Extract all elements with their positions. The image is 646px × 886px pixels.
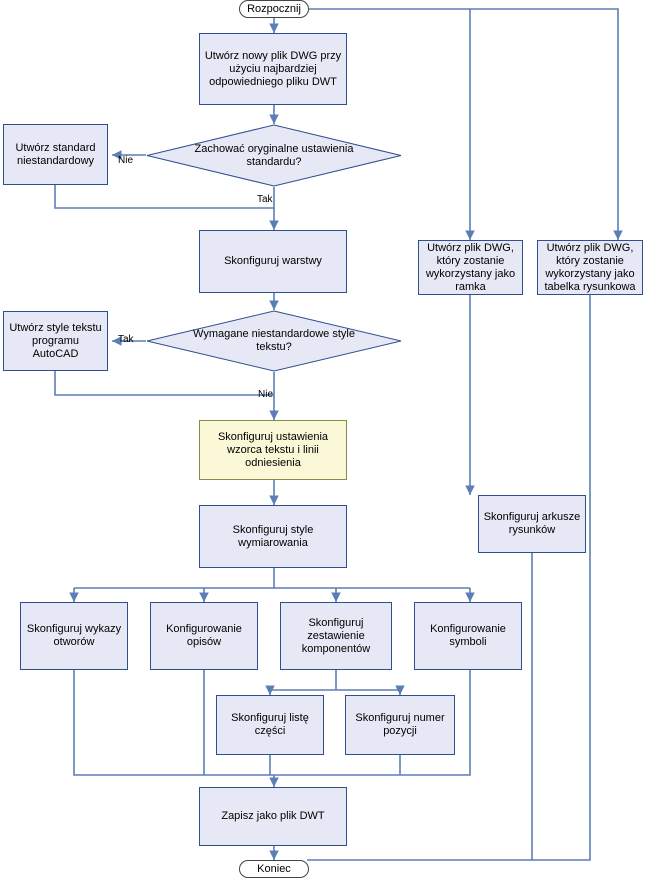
node-symbols[interactable]: Konfigurowanie symboli xyxy=(414,602,522,670)
node-drawing-sheets[interactable]: Skonfiguruj arkusze rysunków xyxy=(478,495,586,553)
node-drawing-sheets-label: Skonfiguruj arkusze rysunków xyxy=(483,511,581,536)
node-bom-label: Skonfiguruj zestawienie komponentów xyxy=(301,616,371,655)
node-frame-dwg-label: Utwórz plik DWG, który zostanie wykorzys… xyxy=(425,241,516,293)
edge-label-standard-no: Nie xyxy=(118,155,134,166)
node-end-label: Koniec xyxy=(257,862,291,875)
node-decision-text-styles-label: Wymagane niestandardowe style tekstu? xyxy=(193,328,355,353)
node-balloon[interactable]: Skonfiguruj numer pozycji xyxy=(345,695,455,755)
node-title-block-dwg[interactable]: Utwórz plik DWG, który zostanie wykorzys… xyxy=(537,240,643,295)
node-save-dwt-label: Zapisz jako plik DWT xyxy=(221,810,325,822)
node-hole-tables-label: Skonfiguruj wykazy otworów xyxy=(26,623,122,648)
edge-label-text-yes: Tak xyxy=(118,334,134,345)
node-text-leader-settings-label: Skonfiguruj ustawienia wzorca tekstu i l… xyxy=(217,430,329,469)
node-layers-label: Skonfiguruj warstwy xyxy=(224,255,322,267)
node-autocad-text-styles[interactable]: Utwórz style tekstu programu AutoCAD xyxy=(3,311,108,371)
node-frame-dwg[interactable]: Utwórz plik DWG, który zostanie wykorzys… xyxy=(418,240,523,295)
node-start[interactable]: Rozpocznij xyxy=(239,0,309,18)
node-decision-standard-label: Zachować oryginalne ustawienia standardu… xyxy=(194,142,354,168)
node-notes[interactable]: Konfigurowanie opisów xyxy=(150,602,258,670)
node-start-label: Rozpocznij xyxy=(247,2,301,15)
edge-label-text-no: Nie xyxy=(258,389,274,400)
node-balloon-label: Skonfiguruj numer pozycji xyxy=(355,712,445,737)
edge-label-standard-yes: Tak xyxy=(257,194,273,205)
node-parts-list[interactable]: Skonfiguruj listę części xyxy=(216,695,324,755)
node-new-dwg-label: Utwórz nowy plik DWG przy użyciu najbard… xyxy=(204,49,342,88)
node-dimension-styles-label: Skonfiguruj style wymiarowania xyxy=(232,523,314,549)
node-layers[interactable]: Skonfiguruj warstwy xyxy=(199,230,347,293)
node-new-dwg[interactable]: Utwórz nowy plik DWG przy użyciu najbard… xyxy=(199,33,347,105)
node-symbols-label: Konfigurowanie symboli xyxy=(430,623,506,648)
node-custom-standard[interactable]: Utwórz standard niestandardowy xyxy=(3,124,108,185)
node-text-leader-settings[interactable]: Skonfiguruj ustawienia wzorca tekstu i l… xyxy=(199,420,347,480)
node-dimension-styles[interactable]: Skonfiguruj style wymiarowania xyxy=(199,505,347,568)
node-notes-label: Konfigurowanie opisów xyxy=(166,623,242,648)
node-decision-standard[interactable]: Zachować oryginalne ustawienia standardu… xyxy=(146,124,402,187)
node-custom-standard-label: Utwórz standard niestandardowy xyxy=(15,141,96,167)
node-title-block-dwg-label: Utwórz plik DWG, który zostanie wykorzys… xyxy=(544,241,636,293)
node-autocad-text-styles-label: Utwórz style tekstu programu AutoCAD xyxy=(9,321,102,360)
node-decision-text-styles[interactable]: Wymagane niestandardowe style tekstu? xyxy=(146,310,402,372)
node-bom[interactable]: Skonfiguruj zestawienie komponentów xyxy=(280,602,392,670)
node-parts-list-label: Skonfiguruj listę części xyxy=(231,712,309,737)
node-save-dwt[interactable]: Zapisz jako plik DWT xyxy=(199,787,347,846)
node-hole-tables[interactable]: Skonfiguruj wykazy otworów xyxy=(20,602,128,670)
node-end[interactable]: Koniec xyxy=(239,860,309,878)
decision-shape xyxy=(146,124,402,187)
decision-shape xyxy=(146,310,402,372)
